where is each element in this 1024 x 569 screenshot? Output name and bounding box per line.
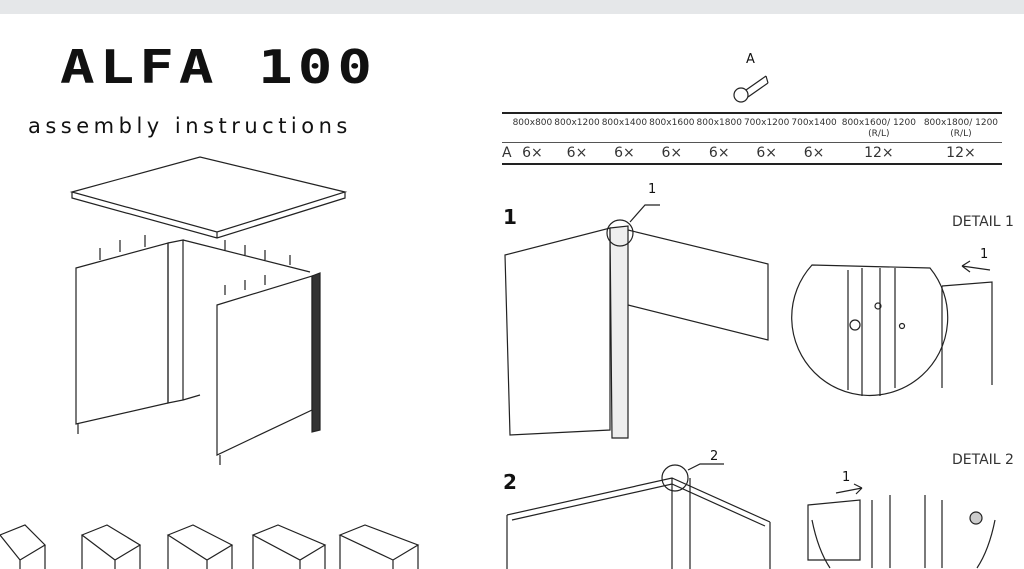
header-cell: 700x1400 <box>791 118 837 128</box>
callout-number: 1 <box>648 182 657 197</box>
step-1-drawing <box>504 204 769 439</box>
header-cell: 800x1800/ 1200 (R/L) <box>923 118 999 139</box>
header-cell: 700x1200 <box>743 118 790 128</box>
hardware-label: A <box>746 52 755 67</box>
exploded-cabinet-drawing <box>69 156 348 465</box>
header-cell: 800x1600 <box>649 118 695 128</box>
cell: 6× <box>708 145 730 161</box>
header-cell: 800x1400 <box>601 118 648 128</box>
arrow-number: 1 <box>842 470 851 485</box>
cell: 6× <box>756 145 777 161</box>
callout-number: 2 <box>710 449 719 464</box>
detail-label: DETAIL 2 <box>952 452 1014 468</box>
step-2-drawing <box>506 463 771 569</box>
table-row: A 6× 6× 6× 6× 6× 6× 6× 12× 12× <box>502 143 1002 164</box>
cell: 12× <box>946 145 976 161</box>
cell: A <box>502 145 512 161</box>
cell: 6× <box>522 145 543 161</box>
top-bar <box>0 0 1024 14</box>
hardware-table: 800x800 800x1200 800x1400 800x1600 800x1… <box>502 112 1002 165</box>
desk-thumbnails <box>0 524 420 569</box>
header-cell: 800x1800 <box>696 118 742 128</box>
cell: 6× <box>661 145 683 161</box>
header-cell: 800x800 <box>512 118 553 128</box>
header-cell: 800x1200 <box>554 118 600 128</box>
screw-icon <box>733 75 769 103</box>
detail-1-drawing <box>791 260 993 397</box>
product-title: ALFA 100 <box>60 40 377 94</box>
cell: 12× <box>864 145 894 161</box>
header-cell: 800x1600/ 1200 (R/L) <box>841 118 916 139</box>
step-number: 1 <box>503 205 517 229</box>
cell: 6× <box>566 145 588 161</box>
cell: 6× <box>614 145 635 161</box>
arrow-number: 1 <box>980 247 989 262</box>
step-number: 2 <box>503 470 517 494</box>
cell: 6× <box>803 145 825 161</box>
subtitle: assembly instructions <box>28 114 352 138</box>
detail-2-drawing <box>807 483 996 569</box>
detail-label: DETAIL 1 <box>952 214 1014 230</box>
